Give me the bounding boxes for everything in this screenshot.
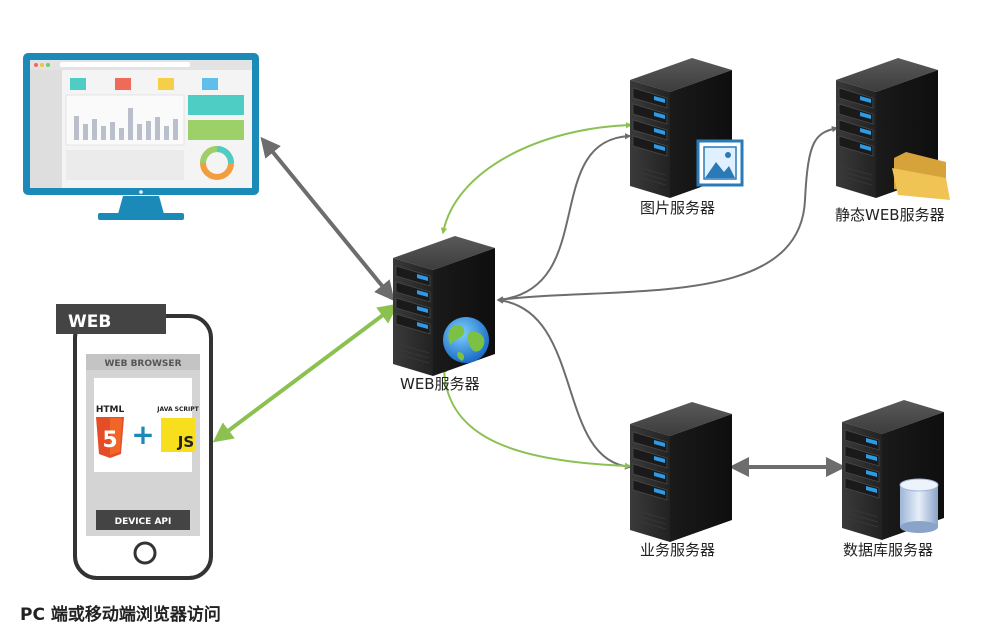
web-browser-title: WEB BROWSER bbox=[105, 359, 182, 369]
js-badge: JS bbox=[177, 433, 194, 451]
picture-icon bbox=[696, 139, 744, 187]
html5-badge: 5 bbox=[102, 428, 117, 453]
pc-to-web-arrow bbox=[260, 136, 395, 302]
database-icon bbox=[899, 478, 939, 533]
folder-icon bbox=[892, 152, 950, 316]
web-to-business-gray-arrow bbox=[496, 297, 632, 470]
globe-icon bbox=[443, 317, 489, 363]
business-server bbox=[629, 401, 733, 543]
device-api-label: DEVICE API bbox=[115, 517, 172, 527]
web-to-image-green-arrow bbox=[440, 121, 633, 235]
web-to-image-gray-arrow bbox=[496, 133, 632, 303]
web-server-label: WEB服务器 bbox=[400, 375, 480, 393]
connectors bbox=[212, 121, 846, 477]
pc-monitor bbox=[23, 53, 259, 220]
image-server-label: 图片服务器 bbox=[640, 199, 716, 217]
static-web-server-label: 静态WEB服务器 bbox=[835, 206, 945, 224]
javascript-label: JAVA SCRIPT bbox=[156, 406, 199, 413]
plus-icon: + bbox=[131, 418, 154, 451]
html-label: HTML bbox=[96, 405, 125, 415]
mobile-to-web-arrow bbox=[212, 303, 399, 443]
business-server-label: 业务服务器 bbox=[640, 541, 716, 559]
web-to-static-arrow bbox=[496, 126, 839, 303]
web-to-business-green-arrow bbox=[440, 365, 632, 470]
database-server-label: 数据库服务器 bbox=[843, 541, 934, 559]
mobile-phone bbox=[56, 304, 213, 580]
diagram-caption: PC 端或移动端浏览器访问 bbox=[20, 605, 221, 625]
phone-web-tag: WEB bbox=[68, 312, 111, 332]
